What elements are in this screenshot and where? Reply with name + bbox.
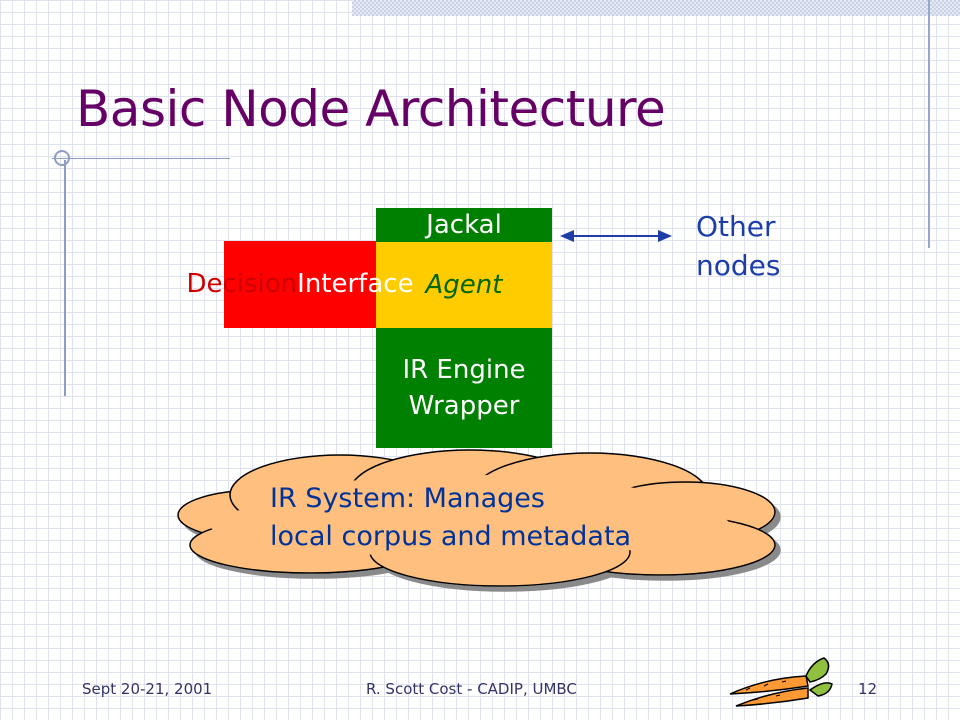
top-pattern-band	[352, 0, 960, 16]
ir-engine-wrapper-box: IR Engine Wrapper	[376, 328, 552, 448]
carrot-icon	[729, 657, 833, 707]
decision-interface-box: Decision Interface	[186, 241, 414, 328]
agent-box: Agent	[376, 242, 552, 328]
other-nodes-label: Other nodes	[696, 210, 781, 282]
jackal-box: Jackal	[376, 208, 552, 242]
title-vertical-line	[64, 160, 66, 396]
ring-icon	[54, 150, 70, 166]
page-number: 12	[858, 680, 878, 698]
footer-date: Sept 20-21, 2001	[82, 680, 213, 698]
right-decor-line	[928, 0, 930, 248]
ir-system-text: IR System: Manages local corpus and meta…	[270, 483, 632, 552]
double-arrow-icon	[560, 230, 672, 242]
decision-label: Decision	[186, 269, 298, 299]
cloud-shape	[177, 449, 776, 587]
interface-label: Interface	[297, 269, 414, 299]
footer-author: R. Scott Cost - CADIP, UMBC	[366, 680, 577, 698]
title-underline	[52, 158, 230, 159]
slide-title: Basic Node Architecture	[76, 80, 666, 138]
